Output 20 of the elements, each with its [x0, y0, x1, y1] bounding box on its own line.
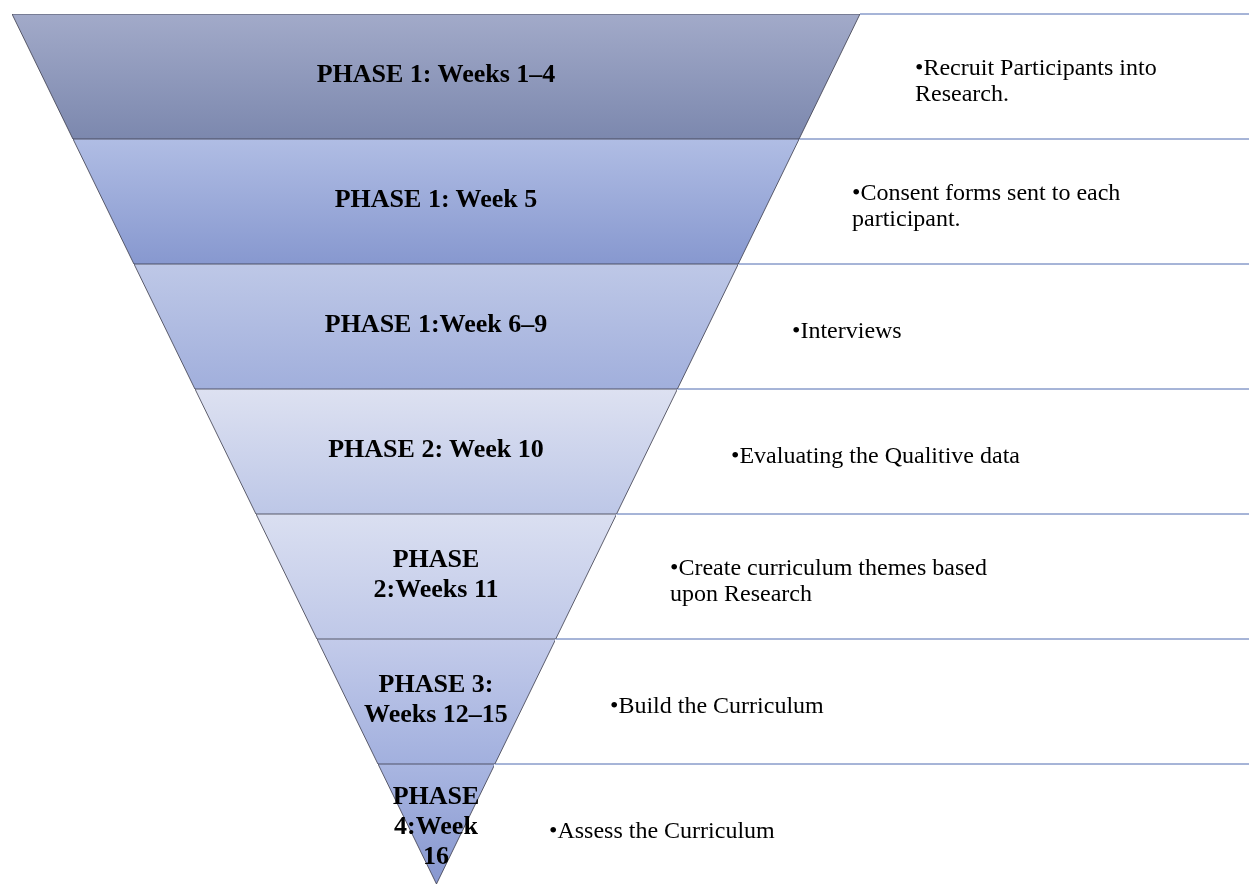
step-description: •Recruit Participants into Research. [915, 54, 1158, 106]
funnel-band [194, 389, 678, 514]
funnel-band [377, 764, 495, 884]
step-description: •Build the Curriculum [610, 692, 824, 718]
phase-label: PHASE 1: Week 5 [333, 184, 539, 214]
funnel-band [255, 514, 617, 639]
funnel-band [72, 139, 800, 264]
funnel-band [133, 264, 739, 389]
step-description: •Interviews [792, 317, 902, 343]
phase-label: PHASE 1: Weeks 1–4 [315, 59, 557, 89]
step-description: •Create curriculum themes based upon Research [670, 554, 988, 606]
phase-label: PHASE 2:Weeks 11 [372, 544, 500, 604]
phase-label: PHASE 2: Week 10 [327, 434, 545, 464]
step-description: •Consent forms sent to each participant. [852, 179, 1122, 231]
phase-label: PHASE 3: Weeks 12–15 [363, 669, 509, 729]
funnel-band [12, 14, 860, 139]
phase-label: PHASE 4:Week 16 [391, 781, 481, 871]
phase-label: PHASE 1:Week 6–9 [323, 309, 549, 339]
step-description: •Evaluating the Qualitive data [731, 442, 1020, 468]
step-description: •Assess the Curriculum [549, 817, 775, 843]
